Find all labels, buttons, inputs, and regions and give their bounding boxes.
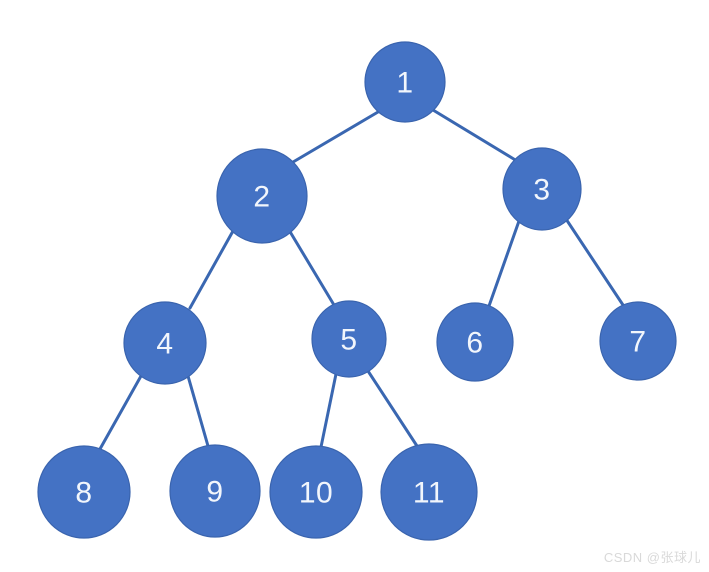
node-label-3: 3	[533, 174, 550, 207]
node-circle-4	[123, 301, 207, 385]
node-circle-8	[37, 445, 131, 539]
node-label-1: 1	[396, 67, 413, 100]
node-label-5: 5	[340, 324, 357, 357]
tree-edge-2-4	[188, 229, 235, 310]
tree-node-11[interactable]: 11	[380, 443, 478, 541]
node-label-6: 6	[466, 327, 483, 360]
tree-edge-3-6	[487, 219, 521, 308]
tree-node-9[interactable]: 9	[169, 444, 261, 538]
tree-edge-3-7	[564, 217, 625, 307]
node-label-2: 2	[253, 181, 270, 214]
tree-node-5[interactable]: 5	[311, 300, 387, 378]
node-label-9: 9	[206, 476, 223, 509]
node-circle-1	[364, 41, 446, 123]
tree-edge-5-10	[319, 372, 338, 449]
node-circle-5	[311, 300, 387, 378]
node-circle-2	[216, 148, 308, 244]
node-label-4: 4	[156, 328, 173, 361]
node-circle-6	[436, 302, 514, 382]
node-circle-10	[269, 445, 363, 539]
tree-node-1[interactable]: 1	[364, 41, 446, 123]
tree-edge-1-3	[431, 108, 519, 163]
node-label-11: 11	[413, 477, 445, 510]
tree-node-6[interactable]: 6	[436, 302, 514, 382]
node-label-8: 8	[75, 477, 92, 510]
nodes-group: 1 2 3 4 5 6 7 8 9 10 11	[37, 41, 677, 541]
node-circle-11	[380, 443, 478, 541]
tree-node-4[interactable]: 4	[123, 301, 207, 385]
tree-edge-5-11	[366, 369, 419, 448]
tree-node-10[interactable]: 10	[269, 445, 363, 539]
node-circle-3	[502, 147, 582, 231]
tree-edge-4-9	[186, 374, 210, 448]
tree-node-8[interactable]: 8	[37, 445, 131, 539]
tree-edge-2-5	[287, 228, 336, 307]
tree-node-2[interactable]: 2	[216, 148, 308, 244]
tree-edge-4-8	[98, 374, 143, 451]
csdn-watermark: CSDN @张球儿	[603, 550, 701, 565]
node-circle-7	[599, 301, 677, 381]
node-circle-9	[169, 444, 261, 538]
tree-edge-1-2	[286, 110, 380, 167]
tree-node-7[interactable]: 7	[599, 301, 677, 381]
node-label-7: 7	[629, 326, 646, 359]
edges-group	[98, 108, 625, 451]
tree-node-3[interactable]: 3	[502, 147, 582, 231]
node-label-10: 10	[299, 477, 333, 510]
